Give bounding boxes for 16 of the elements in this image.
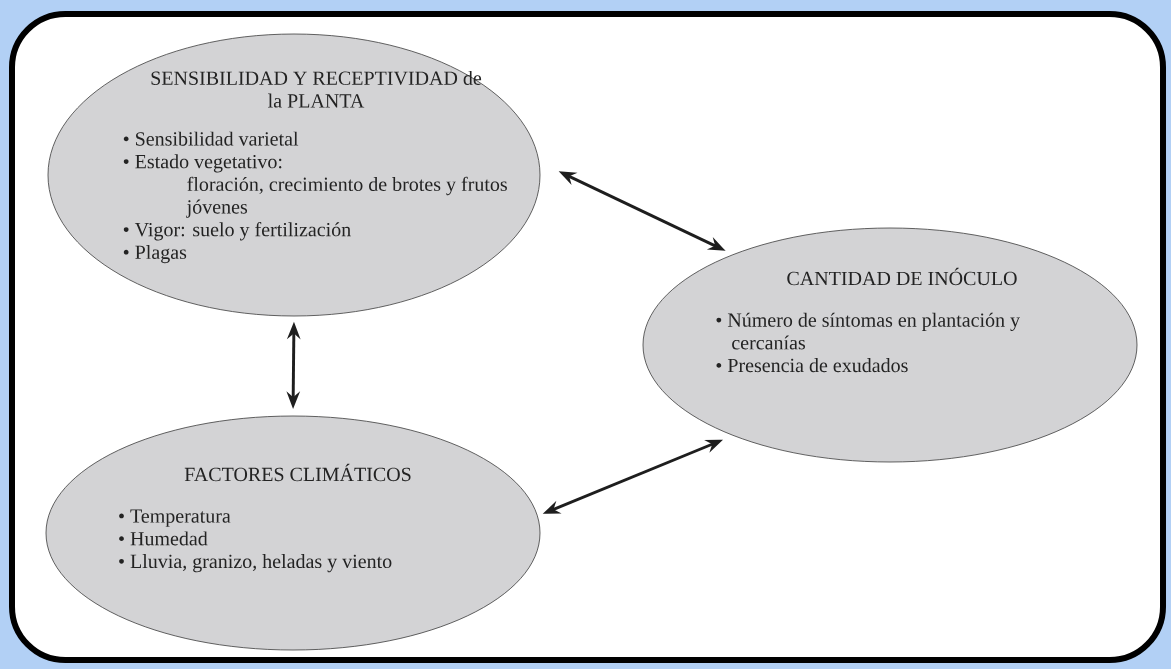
ellipse-node	[45, 415, 541, 651]
list-item: • Estado vegetativo:	[123, 154, 282, 173]
list-item: • Presencia de exudados	[716, 358, 908, 373]
list-item: • Temperatura	[119, 509, 231, 527]
list-item: floración, crecimiento de brotes y frutos jóvenes	[186, 176, 507, 218]
list-item: • Humedad	[119, 531, 208, 546]
list-item: • Lluvia, granizo, heladas y viento	[119, 554, 392, 573]
list-item: • Vigor: suelo y fertilización	[123, 222, 351, 241]
list-item: • Número de síntomas en plantación y cercanías	[716, 312, 1020, 350]
list-item: • Plagas	[123, 244, 187, 264]
heading: CANTIDAD DE INÓCULO	[787, 267, 1017, 286]
list-item: • Sensibilidad varietal	[123, 131, 299, 146]
heading: FACTORES CLIMÁTICOS	[184, 463, 411, 482]
heading: SENSIBILIDAD Y RECEPTIVIDAD de la PLANTA	[151, 70, 482, 108]
ellipse-node	[47, 33, 541, 317]
ellipse-node	[642, 227, 1138, 463]
